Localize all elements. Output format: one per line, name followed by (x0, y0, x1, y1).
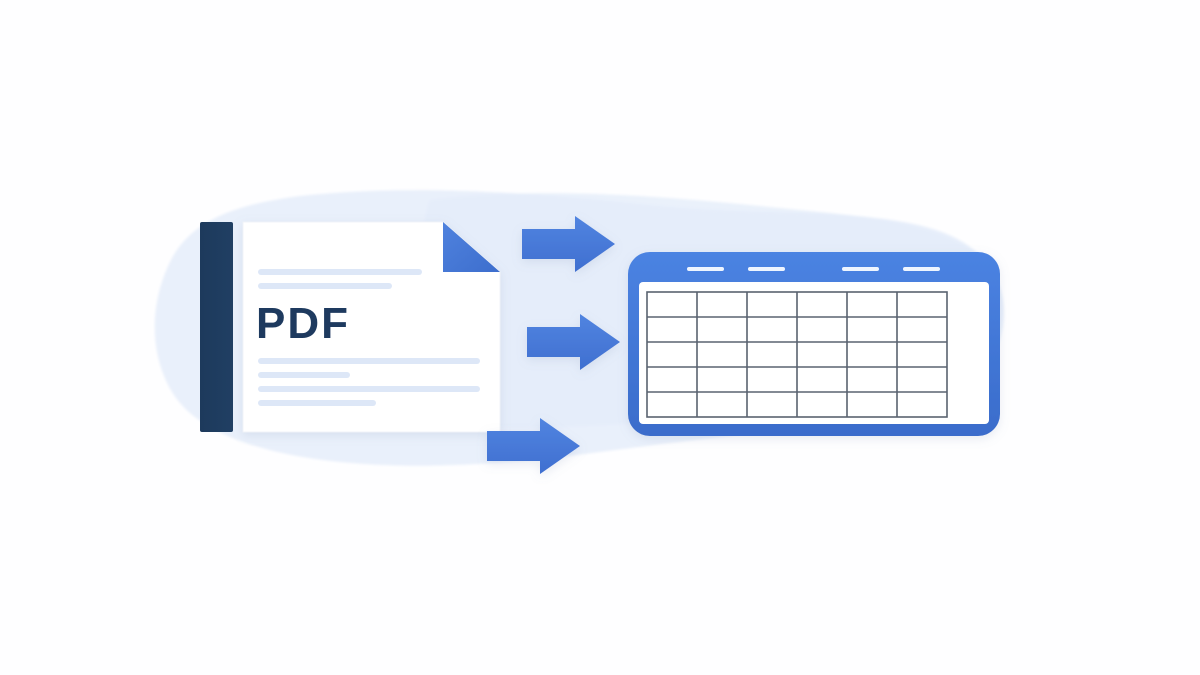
pdf-document[interactable]: PDF (200, 221, 501, 433)
arrow-top-icon (522, 216, 615, 272)
header-dash-3 (842, 267, 879, 271)
table-widget[interactable] (628, 252, 1000, 436)
header-dash-1 (687, 267, 724, 271)
table-grid[interactable] (646, 291, 948, 418)
doc-text-line-3 (258, 358, 480, 364)
conversion-arrows (487, 216, 620, 474)
header-dash-4 (903, 267, 940, 271)
doc-text-line-5 (258, 386, 480, 392)
pdf-label: PDF (256, 299, 350, 348)
table-header-bar (687, 267, 940, 271)
arrow-bottom-icon (487, 418, 580, 474)
pdf-spine (200, 222, 233, 432)
doc-text-line-6 (258, 400, 376, 406)
arrow-middle-icon (527, 314, 620, 370)
doc-text-line-4 (258, 372, 350, 378)
pdf-fold-corner-icon (443, 222, 500, 272)
pdf-top-text-lines (258, 269, 422, 289)
pdf-bottom-text-lines (258, 358, 480, 406)
doc-text-line-2 (258, 283, 392, 289)
header-dash-2 (748, 267, 785, 271)
doc-text-line-1 (258, 269, 422, 275)
table-body (639, 282, 989, 424)
